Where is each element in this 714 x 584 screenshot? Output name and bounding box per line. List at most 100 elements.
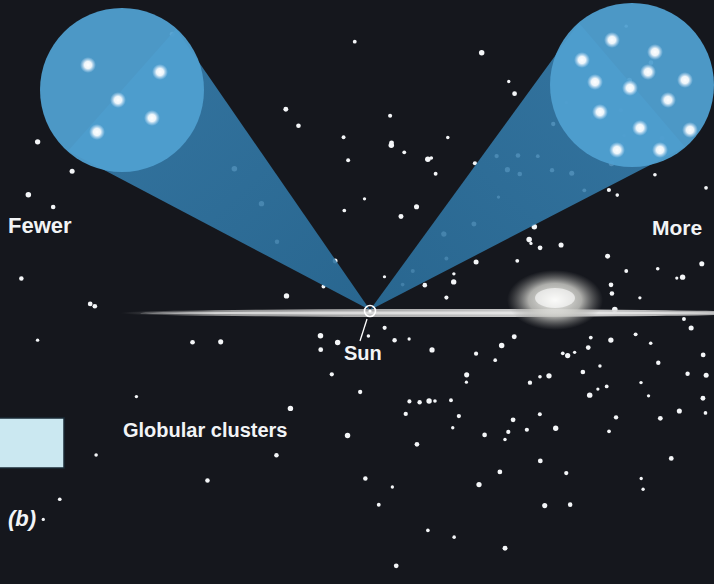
globular-cluster-dot xyxy=(538,245,543,250)
globular-cluster-dot xyxy=(377,503,381,507)
bulge-core xyxy=(535,288,575,308)
cluster-sample-dot xyxy=(622,80,638,96)
globular-cluster-dot xyxy=(417,400,421,404)
sun-symbol-dot xyxy=(368,309,371,312)
globular-cluster-dot xyxy=(330,372,334,376)
globular-cluster-dot xyxy=(607,429,611,433)
globular-cluster-dot xyxy=(511,417,516,422)
globular-cluster-dot xyxy=(415,442,420,447)
globular-cluster-dot xyxy=(414,204,419,209)
globular-cluster-dot xyxy=(383,275,386,278)
globular-cluster-dot xyxy=(464,372,469,377)
cluster-sample-dot xyxy=(660,92,676,108)
globular-cluster-dot xyxy=(367,334,370,337)
globular-cluster-dot xyxy=(88,302,93,307)
globular-cluster-dot xyxy=(638,296,641,299)
cluster-field xyxy=(19,24,709,568)
globular-cluster-dot xyxy=(423,283,428,288)
globular-cluster-dot xyxy=(704,373,709,378)
cluster-sample-dot xyxy=(682,122,698,138)
globular-cluster-dot xyxy=(433,399,437,403)
globular-cluster-dot xyxy=(457,414,461,418)
sun-symbol xyxy=(365,306,376,317)
cluster-sample-dot xyxy=(80,57,96,73)
globular-cluster-dot xyxy=(474,260,479,265)
cluster-sample-dot xyxy=(574,52,590,68)
sun-label: Sun xyxy=(344,342,382,364)
globular-cluster-dot xyxy=(649,341,653,345)
globular-cluster-dot xyxy=(284,293,289,298)
cluster-sample-dot xyxy=(604,32,620,48)
region-label: Fewer xyxy=(8,214,72,238)
globular-cluster-dot xyxy=(615,193,619,197)
globular-cluster-dot xyxy=(525,428,529,432)
globular-cluster-dot xyxy=(538,459,543,464)
globular-cluster-dot xyxy=(704,411,708,415)
globular-cluster-dot xyxy=(346,158,350,162)
globular-cluster-dot xyxy=(528,380,532,384)
globular-cluster-dot xyxy=(559,242,564,247)
globular-cluster-dot xyxy=(446,136,449,139)
globular-cluster-dot xyxy=(392,338,396,342)
globular-cluster-dot xyxy=(605,385,609,389)
globular-cluster-dot xyxy=(677,409,682,414)
globular-cluster-dot xyxy=(358,390,362,394)
globular-cluster-dot xyxy=(634,332,638,336)
globular-cluster-dot xyxy=(451,279,456,284)
globular-cluster-dot xyxy=(538,375,542,379)
globular-cluster-dot xyxy=(429,156,433,160)
globular-cluster-dot xyxy=(704,186,708,190)
globular-cluster-dot xyxy=(512,91,517,96)
globular-cluster-dot xyxy=(335,340,340,345)
globular-cluster-dot xyxy=(407,337,410,340)
globular-cluster-dot xyxy=(296,123,301,128)
disk-midplane xyxy=(140,312,714,315)
globular-cluster-dot xyxy=(19,276,24,281)
globular-cluster-dot xyxy=(669,456,674,461)
globular-cluster-dot xyxy=(383,326,387,330)
globular-cluster-dot xyxy=(92,304,97,309)
globular-cluster-dot xyxy=(388,114,392,118)
globular-cluster-dot xyxy=(685,372,689,376)
globular-cluster-dot xyxy=(506,430,510,434)
cluster-sample-dot xyxy=(587,74,603,90)
cluster-sample-dot xyxy=(647,44,663,60)
globular-cluster-dot xyxy=(474,352,478,356)
globular-cluster-dot xyxy=(699,261,704,266)
view-circle xyxy=(40,8,204,172)
globular-cluster-dot xyxy=(476,482,481,487)
globular-cluster-dot xyxy=(680,274,685,279)
cluster-label: Globular clusters xyxy=(123,419,288,441)
cluster-sample-dot xyxy=(89,124,105,140)
globular-cluster-dot xyxy=(561,352,565,356)
globular-cluster-dot xyxy=(656,361,660,365)
globular-cluster-dot xyxy=(36,338,39,341)
globular-cluster-dot xyxy=(135,395,138,398)
globular-cluster-dot xyxy=(452,272,455,275)
globular-cluster-dot xyxy=(701,353,706,358)
globular-cluster-dot xyxy=(70,169,75,174)
globular-cluster-dot xyxy=(587,392,592,397)
globular-cluster-dot xyxy=(542,503,547,508)
globular-cluster-dot xyxy=(614,415,618,419)
globular-cluster-dot xyxy=(565,353,570,358)
globular-cluster-dot xyxy=(274,453,279,458)
globular-cluster-dot xyxy=(573,351,576,354)
globular-cluster-dot xyxy=(609,282,614,287)
globular-cluster-dot xyxy=(451,426,454,429)
globular-cluster-dot xyxy=(218,339,223,344)
cluster-sample-dot xyxy=(632,120,648,136)
galactic-bulge xyxy=(507,270,603,330)
globular-cluster-dot xyxy=(342,209,346,213)
globular-cluster-dot xyxy=(608,337,613,342)
cluster-sample-dot xyxy=(677,72,693,88)
globular-cluster-dot xyxy=(449,398,453,402)
globular-cluster-dot xyxy=(689,325,694,330)
globular-cluster-dot xyxy=(647,394,650,397)
globular-cluster-dot xyxy=(529,242,532,245)
cluster-sample-dot xyxy=(609,142,625,158)
globular-cluster-dot xyxy=(479,50,484,55)
globular-cluster-dot xyxy=(493,358,497,362)
